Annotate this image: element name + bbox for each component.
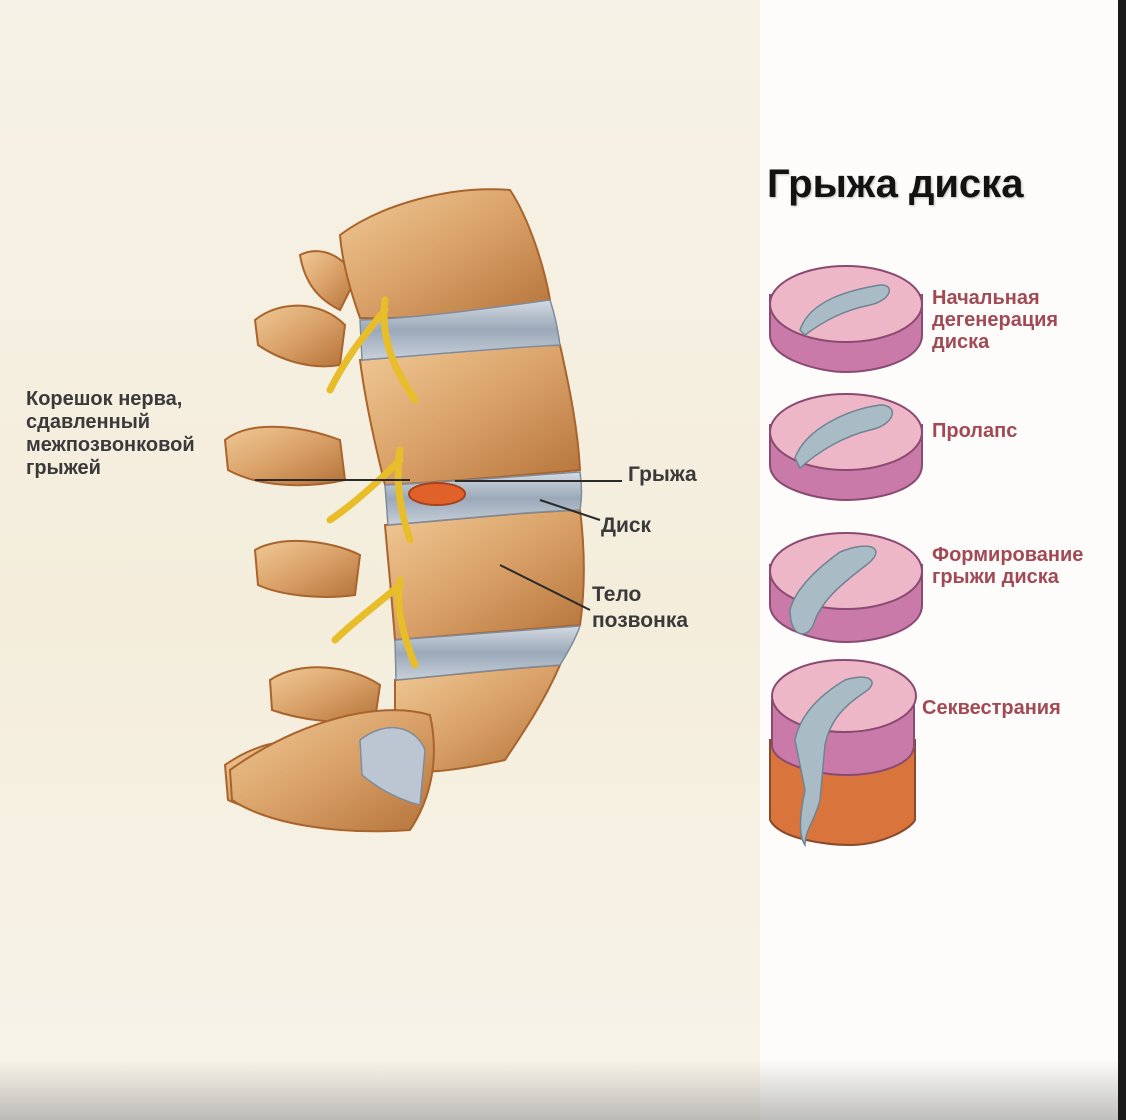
spine-illustration <box>223 188 622 833</box>
leader-disc <box>539 499 601 521</box>
label-vertebral-body: Тело позвонка <box>592 583 689 632</box>
vertebra-3 <box>383 508 585 642</box>
stage-4-label: Секвестрания <box>922 697 1061 719</box>
label-hernia: Грыжа <box>628 463 697 486</box>
leader-vertebral-body <box>499 564 591 611</box>
stage-1-label: Начальная дегенерация диска <box>932 287 1059 353</box>
stage-3-label: Формирование грыжи диска <box>932 544 1084 588</box>
leader-lines <box>255 479 622 611</box>
label-nerve-root: Корешок нерва, сдавленный межпозвонковой… <box>26 388 195 479</box>
bottom-shadow <box>0 1060 1126 1120</box>
stage-2-label: Пролапс <box>932 420 1018 442</box>
disc-1 <box>359 299 561 361</box>
nerve-roots <box>326 296 419 669</box>
hernia-mark <box>408 482 466 506</box>
sacrum <box>228 709 435 833</box>
spine-panel-background <box>0 0 760 1120</box>
label-disc: Диск <box>601 514 652 537</box>
diagram-title: Грыжа диска <box>767 162 1024 206</box>
disc-3 <box>394 625 582 681</box>
right-edge-bar <box>1118 0 1126 1120</box>
vertebra-1 <box>338 188 552 320</box>
vertebral-bodies <box>338 188 585 773</box>
